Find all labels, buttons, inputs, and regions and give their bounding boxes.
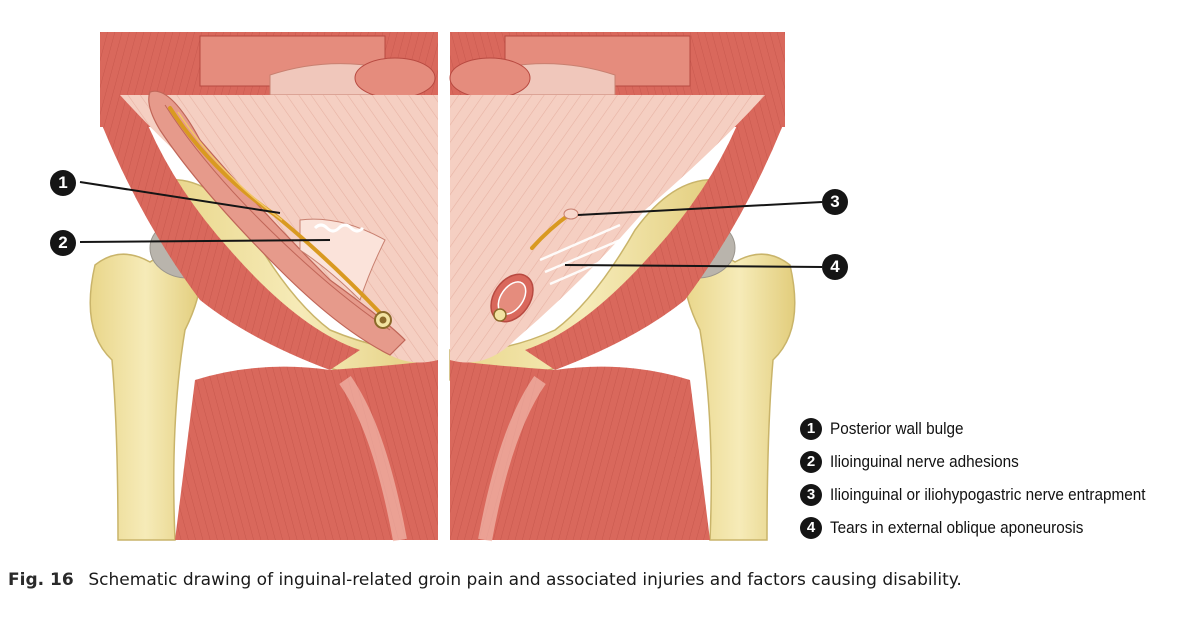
callout-1: 1 [50,170,76,196]
legend-item-1: 1 Posterior wall bulge [800,412,1181,445]
legend-item-4: 4 Tears in external oblique aponeurosis [800,511,1181,544]
leader-line-4 [564,264,823,268]
legend-label: Ilioinguinal nerve adhesions [830,451,1019,471]
callout-2: 2 [50,230,76,256]
legend-label: Posterior wall bulge [830,418,964,438]
legend-number: 1 [800,417,822,440]
legend-label: Ilioinguinal or iliohypogastric nerve en… [830,484,1146,504]
left-half [89,32,439,542]
right-aponeurosis-tears [539,223,626,286]
leader-line-1 [79,181,281,214]
groin-anatomy-illustration [79,30,823,550]
callout-4: 4 [822,254,848,280]
figure-caption-text: Schematic drawing of inguinal-related gr… [88,570,962,590]
figure-caption: Fig. 16 Schematic drawing of inguinal-re… [8,570,962,590]
figure-label: Fig. 16 [8,570,74,590]
legend-number: 3 [800,483,822,506]
legend-label: Tears in external oblique aponeurosis [830,517,1084,537]
leader-line-3 [577,201,823,216]
midline-divider [438,30,450,550]
legend: 1 Posterior wall bulge 2 Ilioinguinal ne… [800,412,1181,544]
right-half [449,32,796,542]
legend-item-3: 3 Ilioinguinal or iliohypogastric nerve … [800,478,1181,511]
legend-number: 4 [800,516,822,539]
callout-3: 3 [822,189,848,215]
leader-line-2 [79,239,331,243]
legend-item-2: 2 Ilioinguinal nerve adhesions [800,445,1181,478]
legend-number: 2 [800,450,822,473]
